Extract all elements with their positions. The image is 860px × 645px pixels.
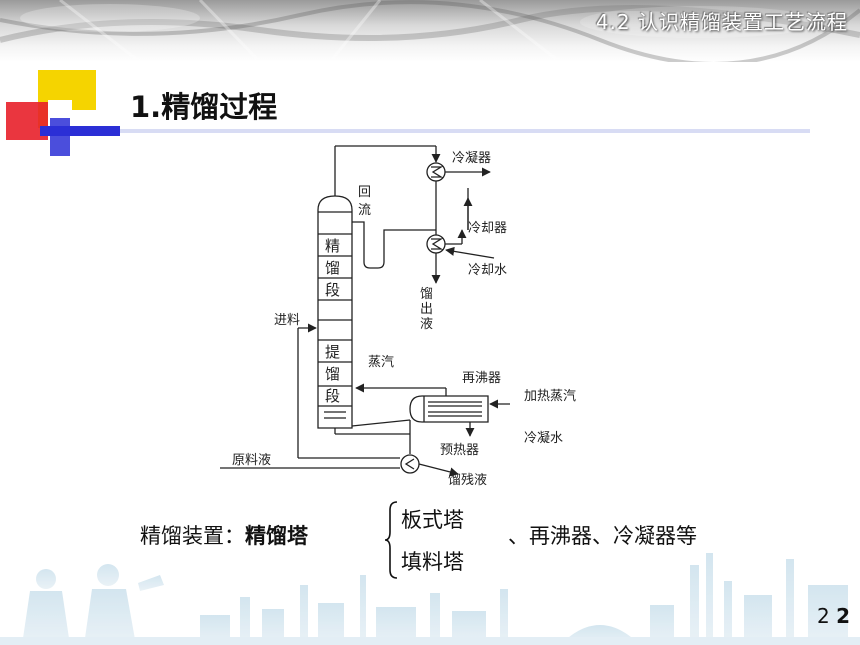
condenser-symbol (426, 162, 491, 235)
label-distillate-2: 出 (420, 302, 433, 317)
tower-option-plate: 板式塔 (401, 508, 464, 532)
label-rectifying-1: 精 (325, 237, 340, 255)
label-rectifying-2: 馏 (325, 259, 340, 277)
caption-bold-text: 精馏塔 (245, 523, 308, 548)
preheater-symbol (400, 454, 459, 477)
bottoms-line (334, 420, 411, 454)
label-reflux-1: 回 (358, 185, 371, 200)
label-cooling-water: 冷却水 (468, 263, 507, 278)
label-stripping-3: 段 (325, 387, 340, 405)
caption-suffix: 、再沸器、冷凝器等 (508, 524, 697, 548)
label-distillate-3: 液 (420, 317, 433, 332)
feed-line (297, 323, 400, 459)
title-decoration (6, 70, 810, 156)
tower-option-packed: 填料塔 (401, 550, 464, 574)
label-stripping-1: 提 (325, 343, 340, 361)
reboiler-symbol (351, 383, 510, 437)
distillation-column (317, 195, 353, 429)
label-heating-steam: 加热蒸汽 (524, 389, 576, 404)
page-number-light: 2 (816, 604, 830, 628)
label-preheater: 预热器 (440, 443, 479, 458)
cooler-symbol (426, 229, 495, 284)
label-feed: 进料 (274, 313, 300, 328)
page-number-bold: 2 (836, 604, 850, 628)
distillation-process-diagram: 冷凝器 回 流 冷却器 冷却水 馏 出 液 进料 精 馏 段 提 馏 段 蒸汽 … (220, 145, 576, 488)
label-bottoms: 馏残液 (448, 473, 487, 488)
section-heading: 1.精馏过程 (130, 90, 278, 124)
label-condensate: 冷凝水 (524, 430, 563, 446)
footer-industrial-silhouette (0, 553, 860, 645)
label-reboiler: 再沸器 (462, 371, 501, 386)
overhead-vapor-line (334, 145, 441, 196)
label-raw-liquid: 原料液 (232, 453, 271, 468)
curly-brace-icon (384, 501, 398, 579)
page-number: 2 2 (817, 604, 850, 628)
label-condenser: 冷凝器 (452, 150, 491, 166)
label-distillate-1: 馏 (420, 287, 433, 302)
caption-prefix: 精馏装置：精馏塔 (140, 520, 308, 550)
label-stripping-2: 馏 (325, 365, 340, 383)
label-reflux-2: 流 (358, 203, 371, 218)
header-title: 4.2 认识精馏装置工艺流程 (595, 10, 848, 34)
banner-texture (0, 0, 860, 62)
label-cooler: 冷却器 (468, 221, 507, 236)
header-banner: 4.2 认识精馏装置工艺流程 (0, 0, 860, 62)
reflux-line (352, 221, 436, 269)
caption-prefix-text: 精馏装置： (140, 524, 245, 548)
label-vapor: 蒸汽 (368, 355, 394, 370)
label-rectifying-3: 段 (325, 281, 340, 299)
